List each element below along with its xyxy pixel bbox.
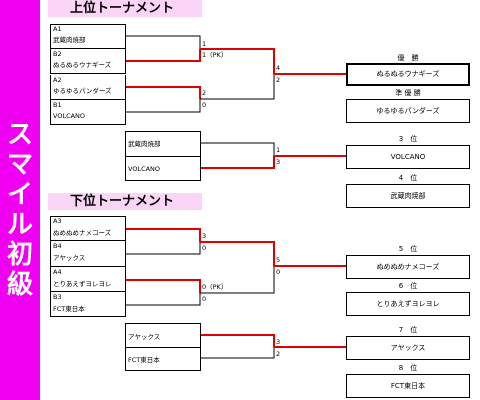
sidebar-title-char: 級 [6,270,33,300]
match-score: 4 [276,64,281,72]
bracket-line [200,266,275,294]
bracket-line [201,142,275,156]
rank-label: 7 位 [398,326,418,334]
seed-divider [50,73,126,75]
rank-team: ぬめぬめナメコーズ [376,263,440,271]
rank-label: 8 位 [398,364,418,372]
seed-divider [125,156,201,157]
seed-code: A2 [53,76,62,84]
match-score: 3 [276,158,281,166]
match-score: 0 [276,268,281,276]
seed-team: アヤックス [53,254,86,262]
sidebar-title-char: マ [6,150,33,180]
seed-divider [50,99,126,100]
rank-label: 準 優 勝 [395,89,421,97]
rank-team: アヤックス [390,344,426,352]
bracket-win-line [200,241,275,266]
seed-code: A4 [53,268,62,276]
result-box: ゆるゆるパンダーズ [346,99,470,123]
rank-label: 3 位 [398,135,418,143]
match-score: 0 [202,244,207,252]
result-box: 武蔵肉焼部 [346,184,470,208]
seed-divider [50,48,126,49]
seed-code: B4 [53,242,62,250]
seed-divider [125,347,201,348]
rank-team: VOLCANO [390,153,426,161]
match-score: 1（PK） [202,51,228,59]
match-score: 1 [276,146,281,154]
seed-team: とりあえずヨレヨレ [53,280,112,288]
rank-team: とりあえずヨレヨレ [376,300,440,308]
match-score: 3 [276,338,281,346]
match-score: 2 [276,76,281,84]
sidebar-title-char: ル [6,210,33,240]
match-score: 1 [202,40,207,48]
bracket-win-line [126,49,201,62]
bracket-win-line [201,156,275,169]
match-score: 0 [202,295,207,303]
third-match-team: VOLCANO [128,165,161,173]
result-box: ぬめぬめナメコーズ [346,255,470,279]
match-score: 2 [202,89,207,97]
seed-divider [50,240,126,241]
seed-team: VOLCANO [53,112,86,120]
seed-code: A1 [53,25,62,33]
seed-divider [50,266,126,267]
seed-team: FCT東日本 [53,305,85,313]
bracket-line [200,74,275,100]
sidebar-banner: スマイル初級 [0,0,40,400]
seed-divider [50,291,126,292]
match-score: 2 [276,350,281,358]
bracket-win-line [200,48,275,74]
bracket-win-line [126,86,201,99]
bracket-line [201,347,275,359]
rank-label: 優 勝 [397,54,419,62]
bracket-line [126,99,201,113]
rank-label: 6 位 [398,282,418,290]
bracket-win-line [201,334,275,347]
rank-team: ゆるゆるパンダーズ [376,107,440,115]
match-score: 5 [276,256,281,264]
seed-code: B3 [53,293,62,301]
seed-team: 武蔵肉焼部 [53,36,86,44]
seed-team: ゆるゆるパンダーズ [53,87,112,95]
result-box: とりあえずヨレヨレ [346,292,470,316]
seed-code: B1 [53,101,62,109]
rank-label: 5 位 [398,245,418,253]
third-match-team: 武蔵肉焼部 [128,140,161,148]
champion-box: ぬるぬるウナギーズ [346,63,470,86]
lower-tournament-title: 下位トーナメント [48,193,202,210]
seventh-match-team: アヤックス [128,333,161,341]
seed-team: ぬるぬるウナギーズ [53,61,112,69]
result-box: VOLCANO [346,145,470,169]
rank-team: 武蔵肉焼部 [390,192,426,200]
seventh-match-team: FCT東日本 [128,356,160,364]
sidebar-title-char: イ [6,180,33,210]
match-score: 3 [202,232,207,240]
seed-code: A3 [53,217,62,225]
sidebar-title-char: 初 [6,240,33,270]
bracket-win-line [126,228,201,242]
sidebar-title: スマイル初級 [0,120,40,300]
upper-tournament-title: 上位トーナメント [48,0,202,17]
result-box: アヤックス [346,336,470,360]
rank-team: FCT東日本 [390,382,426,390]
seed-code: B2 [53,50,62,58]
match-score: 0 [202,101,207,109]
bracket-line [126,242,201,255]
bracket-line [126,293,201,306]
result-box: FCT東日本 [346,374,470,398]
rank-team: ぬるぬるウナギーズ [376,70,440,78]
match-score: 0（PK） [202,283,228,291]
seed-team: ぬめぬめナメコーズ [53,229,112,237]
bracket-win-line [126,279,201,293]
bracket-line [126,35,201,49]
rank-label: 4 位 [398,174,418,182]
sidebar-title-char: ス [6,120,33,150]
